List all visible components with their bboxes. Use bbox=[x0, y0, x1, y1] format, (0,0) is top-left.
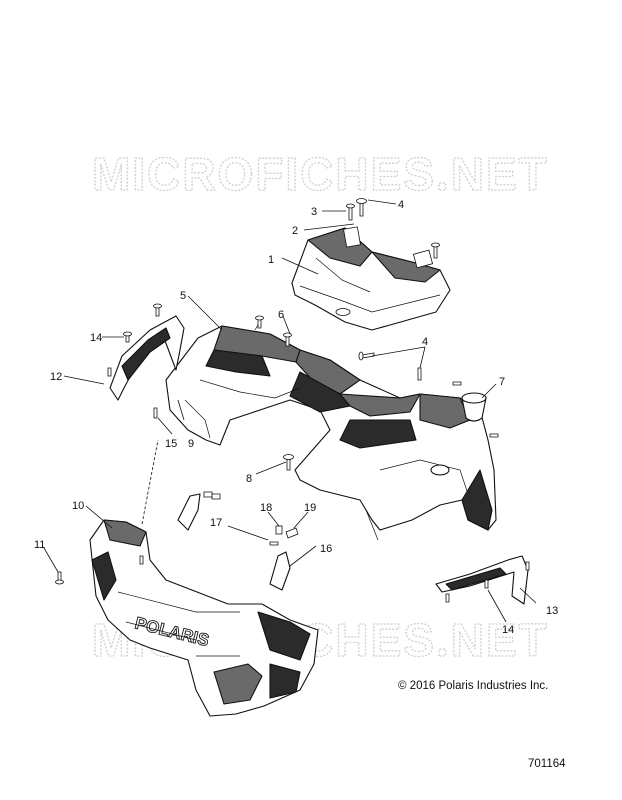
callout-18: 18 bbox=[260, 502, 272, 514]
callout-9: 9 bbox=[188, 438, 194, 450]
part-hood-lid bbox=[291, 226, 451, 331]
callout-14b: 14 bbox=[502, 624, 514, 636]
part-main-body-panel bbox=[165, 317, 497, 541]
copyright-notice: © 2016 Polaris Industries Inc. bbox=[398, 680, 549, 692]
part-left-trim-strip bbox=[107, 303, 185, 419]
part-cup-holder bbox=[461, 392, 487, 422]
document-number: 701164 bbox=[528, 758, 566, 770]
callout-2: 2 bbox=[292, 225, 298, 237]
callout-14a: 14 bbox=[90, 332, 102, 344]
leader-lines bbox=[43, 199, 537, 623]
part-front-bumper: POLARIS bbox=[89, 519, 319, 717]
watermark-top: MICROFICHES.NET bbox=[92, 148, 549, 200]
callout-5: 5 bbox=[180, 290, 186, 302]
callout-3: 3 bbox=[311, 206, 317, 218]
callout-labels: 1 2 3 4 4 5 6 7 8 9 10 11 12 13 14 14 15… bbox=[34, 199, 558, 636]
callout-4b: 4 bbox=[422, 336, 428, 348]
part-body-hardware bbox=[255, 315, 499, 471]
callout-6: 6 bbox=[278, 309, 284, 321]
callout-4a: 4 bbox=[398, 199, 404, 211]
callout-17: 17 bbox=[210, 517, 222, 529]
part-fasteners bbox=[55, 331, 132, 585]
part-mounting-bracket bbox=[177, 491, 299, 591]
callout-12: 12 bbox=[50, 371, 62, 383]
callout-13: 13 bbox=[546, 605, 558, 617]
callout-16: 16 bbox=[320, 543, 332, 555]
part-right-trim-strip bbox=[435, 555, 530, 605]
callout-8: 8 bbox=[246, 473, 252, 485]
callout-1: 1 bbox=[268, 254, 274, 266]
callout-11: 11 bbox=[34, 539, 45, 551]
callout-10: 10 bbox=[72, 500, 84, 512]
callout-19: 19 bbox=[304, 502, 316, 514]
callout-7: 7 bbox=[499, 376, 505, 388]
part-lid-hardware bbox=[346, 198, 440, 381]
callout-15: 15 bbox=[165, 438, 177, 450]
